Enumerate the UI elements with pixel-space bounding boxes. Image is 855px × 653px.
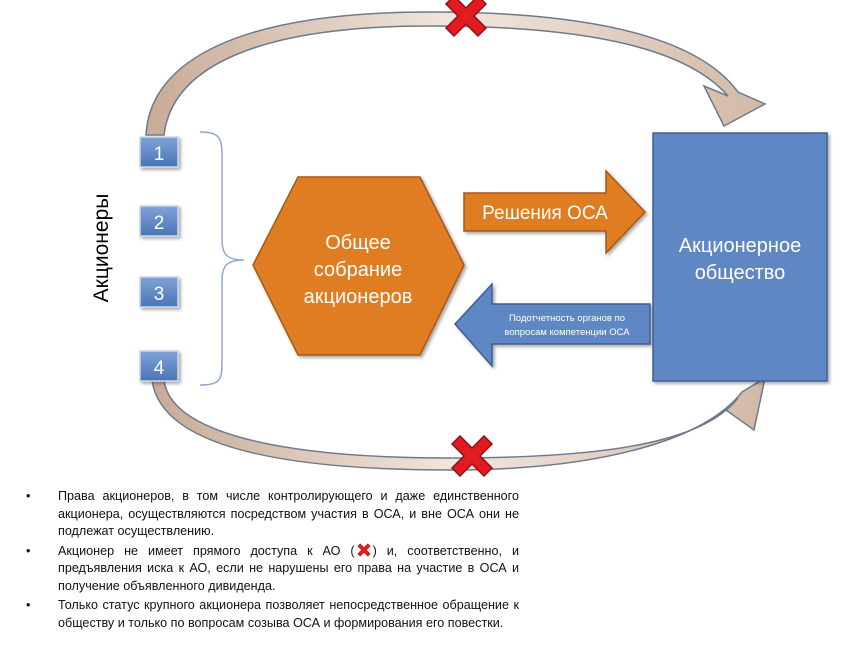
note-text: Права акционеров, в том числе контролиру… (58, 489, 519, 538)
svg-text:2: 2 (154, 213, 165, 234)
bullet-marker: • (26, 543, 31, 558)
svg-text:3: 3 (154, 284, 165, 305)
svg-text:4: 4 (154, 358, 165, 379)
accountability-arrow: Подотчетность органов по вопросам компет… (453, 282, 651, 368)
svg-text:вопросам компетенции ОСА: вопросам компетенции ОСА (504, 327, 630, 338)
svg-text:Акционерное: Акционерное (679, 235, 801, 257)
svg-text:акционеров: акционеров (304, 286, 413, 308)
notes-list: • Права акционеров, в том числе контроли… (24, 488, 519, 634)
shareholder-box-1: 1 (139, 136, 179, 168)
svg-text:Подотчетность органов по: Подотчетность органов по (509, 313, 625, 324)
decisions-arrow: Решения ОСА (463, 169, 647, 255)
shareholder-box-4: 4 (139, 350, 179, 382)
svg-text:собрание: собрание (314, 259, 402, 281)
note-item: • Права акционеров, в том числе контроли… (24, 488, 519, 541)
shareholder-box-3: 3 (139, 276, 179, 308)
note-item: • Акционер не имеет прямого доступа к АО… (24, 542, 519, 596)
note-text-before: Акционер не имеет прямого доступа к АО ( (58, 543, 355, 558)
cross-icon (357, 542, 371, 557)
bullet-marker: • (26, 489, 31, 503)
svg-text:общество: общество (695, 262, 786, 284)
svg-text:Общее: Общее (325, 232, 391, 254)
bottom-curved-arrow (151, 376, 767, 471)
note-text-after: ) и, соответственно, и предъявления иска… (58, 543, 519, 593)
note-item: • Только статус крупного акционера позво… (24, 597, 519, 632)
shareholders-label: Акционеры (90, 194, 113, 303)
shareholders-brace (199, 131, 245, 386)
company-box: Акционерное общество (652, 132, 828, 382)
shareholder-box-2: 2 (139, 205, 179, 237)
top-curved-arrow (145, 11, 767, 136)
note-text: Только статус крупного акционера позволя… (58, 598, 519, 630)
svg-text:1: 1 (154, 144, 165, 165)
general-meeting-hexagon: Общее собрание акционеров (252, 176, 465, 356)
bullet-marker: • (26, 598, 31, 612)
svg-text:Решения ОСА: Решения ОСА (482, 203, 608, 224)
